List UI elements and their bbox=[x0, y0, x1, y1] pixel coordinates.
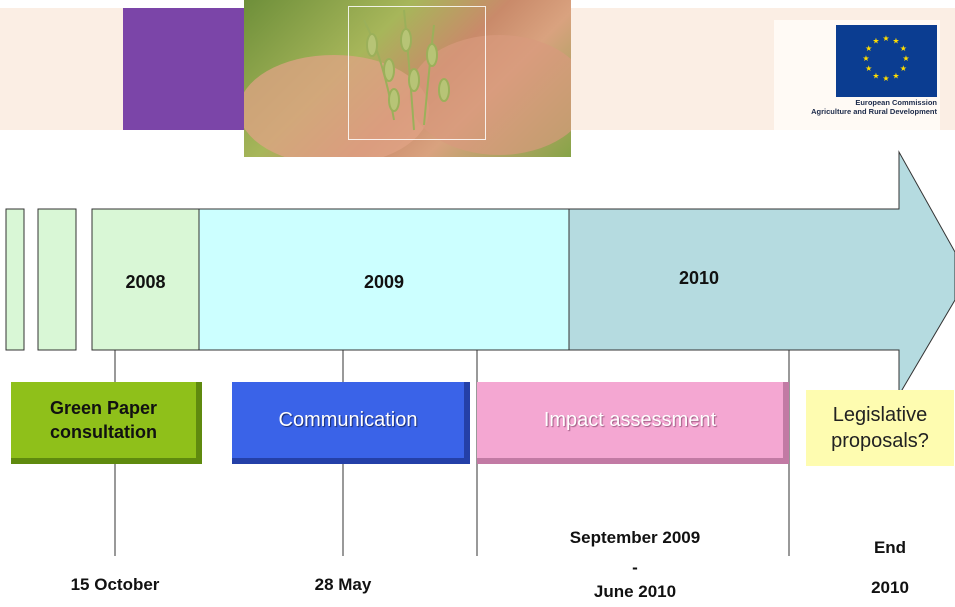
eu-flag-icon: ★★★★★★★★★★★★ bbox=[836, 25, 937, 97]
year-label-2008: 2008 bbox=[125, 272, 166, 292]
eu-star-icon: ★ bbox=[882, 74, 889, 83]
year-label-2009: 2009 bbox=[363, 272, 405, 292]
date-impact-line3: June 2010 bbox=[593, 582, 677, 601]
phase-green-paper-line2: consultation bbox=[50, 422, 157, 442]
eu-star-icon: ★ bbox=[882, 34, 889, 43]
timeline-arrow-2010 bbox=[568, 150, 955, 397]
eu-star-icon: ★ bbox=[892, 71, 899, 80]
date-communication: 28 May bbox=[314, 575, 372, 594]
grain-hands-photo bbox=[244, 0, 571, 157]
eu-star-icon: ★ bbox=[872, 37, 879, 46]
eu-stars-icon: ★★★★★★★★★★★★ bbox=[862, 34, 909, 83]
date-impact-line1: September 2009 bbox=[569, 528, 701, 547]
phase-legislative-line2: proposals? bbox=[831, 430, 929, 452]
date-legislative-line1: End bbox=[873, 538, 907, 557]
photo-highlight-frame bbox=[348, 6, 486, 140]
timeline-segment-2008 bbox=[91, 208, 200, 351]
eu-star-icon: ★ bbox=[902, 54, 909, 63]
logo-text-commission: European Commission bbox=[855, 98, 937, 107]
phase-communication: Communication bbox=[232, 382, 470, 464]
timeline-tab-2 bbox=[37, 208, 77, 351]
date-legislative-line2: 2010 bbox=[871, 578, 909, 597]
year-label-2010: 2010 bbox=[678, 268, 720, 288]
phase-green-paper-line1: Green Paper bbox=[49, 397, 158, 418]
eu-star-icon: ★ bbox=[865, 64, 872, 73]
timeline-tab-1 bbox=[5, 208, 25, 351]
eu-star-icon: ★ bbox=[865, 44, 872, 53]
logo-text-dg: Agriculture and Rural Development bbox=[811, 107, 937, 116]
phase-legislative-line1: Legislative bbox=[832, 404, 928, 426]
eu-star-icon: ★ bbox=[892, 37, 899, 46]
date-impact-line2: - bbox=[632, 558, 638, 577]
eu-star-icon: ★ bbox=[900, 64, 907, 73]
eu-star-icon: ★ bbox=[862, 54, 869, 63]
eu-star-icon: ★ bbox=[872, 71, 879, 80]
purple-decor-block bbox=[123, 8, 244, 130]
phase-legislative-proposals: Legislative proposals? bbox=[806, 390, 954, 466]
phase-green-paper-consultation: Green Paper consultation bbox=[11, 382, 202, 464]
phase-impact-assessment: Impact assessment bbox=[477, 382, 789, 464]
date-green-paper: 15 October bbox=[70, 575, 160, 594]
timeline-segment-2009 bbox=[198, 208, 570, 351]
eu-star-icon: ★ bbox=[900, 44, 907, 53]
grain-illustration bbox=[244, 9, 571, 157]
